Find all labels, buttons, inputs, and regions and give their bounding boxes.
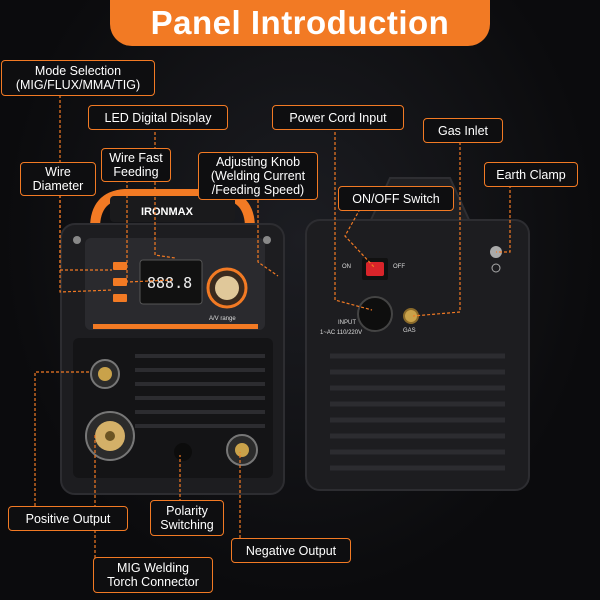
knob-cap xyxy=(215,276,239,300)
callout-gas-inlet-label: Gas Inlet xyxy=(437,123,489,138)
callout-wire-diameter: Wire Diameter xyxy=(20,162,96,196)
wire-feed-button[interactable] xyxy=(113,278,127,286)
panel-accent-strip xyxy=(93,324,258,329)
callout-power-cord: Power Cord Input xyxy=(272,105,404,130)
gas-label: GAS xyxy=(403,328,416,334)
callout-adjusting-knob: Adjusting Knob (Welding Current /Feeding… xyxy=(198,152,318,200)
negative-terminal-core xyxy=(235,443,249,457)
power-cord-input[interactable] xyxy=(357,296,393,332)
on-off-switch[interactable] xyxy=(366,262,384,276)
callout-power-cord-label: Power Cord Input xyxy=(289,110,387,125)
callout-led-display-label: LED Digital Display xyxy=(104,110,212,125)
switch-off-label: OFF xyxy=(393,264,405,270)
callout-wire-fast-feeding: Wire Fast Feeding xyxy=(101,148,171,182)
mig-connector-hole xyxy=(105,431,115,441)
mode-button[interactable] xyxy=(113,262,127,270)
positive-terminal-core xyxy=(98,367,112,381)
callout-wire-fast-feeding-label: Wire Fast Feeding xyxy=(109,151,163,179)
gas-inlet-fitting[interactable] xyxy=(403,308,419,324)
screw xyxy=(263,236,271,244)
switch-on-label: ON xyxy=(342,264,351,270)
callout-earth-clamp: Earth Clamp xyxy=(484,162,578,187)
callout-positive-output-label: Positive Output xyxy=(25,511,111,526)
callout-earth-clamp-label: Earth Clamp xyxy=(496,167,566,182)
callout-mode-selection-label: Mode Selection (MIG/FLUX/MMA/TIG) xyxy=(15,64,141,92)
callout-adjusting-knob-label: Adjusting Knob (Welding Current /Feeding… xyxy=(210,155,306,197)
led-display-value: 888.8 xyxy=(147,274,192,292)
callout-on-off-switch-label: ON/OFF Switch xyxy=(352,191,440,206)
callout-gas-inlet: Gas Inlet xyxy=(423,118,503,143)
callout-mode-selection: Mode Selection (MIG/FLUX/MMA/TIG) xyxy=(1,60,155,96)
wire-diameter-button[interactable] xyxy=(113,294,127,302)
callout-positive-output: Positive Output xyxy=(8,506,128,531)
earth-symbol-icon xyxy=(491,263,501,273)
brand-logo: IRONMAX xyxy=(141,206,194,218)
callout-led-display: LED Digital Display xyxy=(88,105,228,130)
input-voltage-label: 1~AC 110/220V xyxy=(320,330,362,336)
callout-on-off-switch: ON/OFF Switch xyxy=(338,186,454,211)
callout-negative-output: Negative Output xyxy=(231,538,351,563)
welder-rear-panel: ON OFF INPUT 1~AC 110/220V GAS xyxy=(305,177,530,491)
callout-negative-output-label: Negative Output xyxy=(245,543,337,558)
knob-range-label: A/V range xyxy=(209,316,236,322)
callout-polarity-switching-label: Polarity Switching xyxy=(160,504,214,532)
callout-polarity-switching: Polarity Switching xyxy=(150,500,224,536)
welder-front-panel: IRONMAX 888.8 A/V range xyxy=(60,189,285,495)
callout-mig-torch-connector-label: MIG Welding Torch Connector xyxy=(107,561,199,589)
screw xyxy=(73,236,81,244)
callout-mig-torch-connector: MIG Welding Torch Connector xyxy=(93,557,213,593)
callout-wire-diameter-label: Wire Diameter xyxy=(32,165,84,193)
earth-clamp-bolt[interactable] xyxy=(490,246,502,258)
polarity-switch-socket[interactable] xyxy=(174,443,192,461)
input-label: INPUT xyxy=(338,320,356,326)
page-title: Panel Introduction xyxy=(150,4,450,41)
title-banner: Panel Introduction xyxy=(110,0,490,46)
